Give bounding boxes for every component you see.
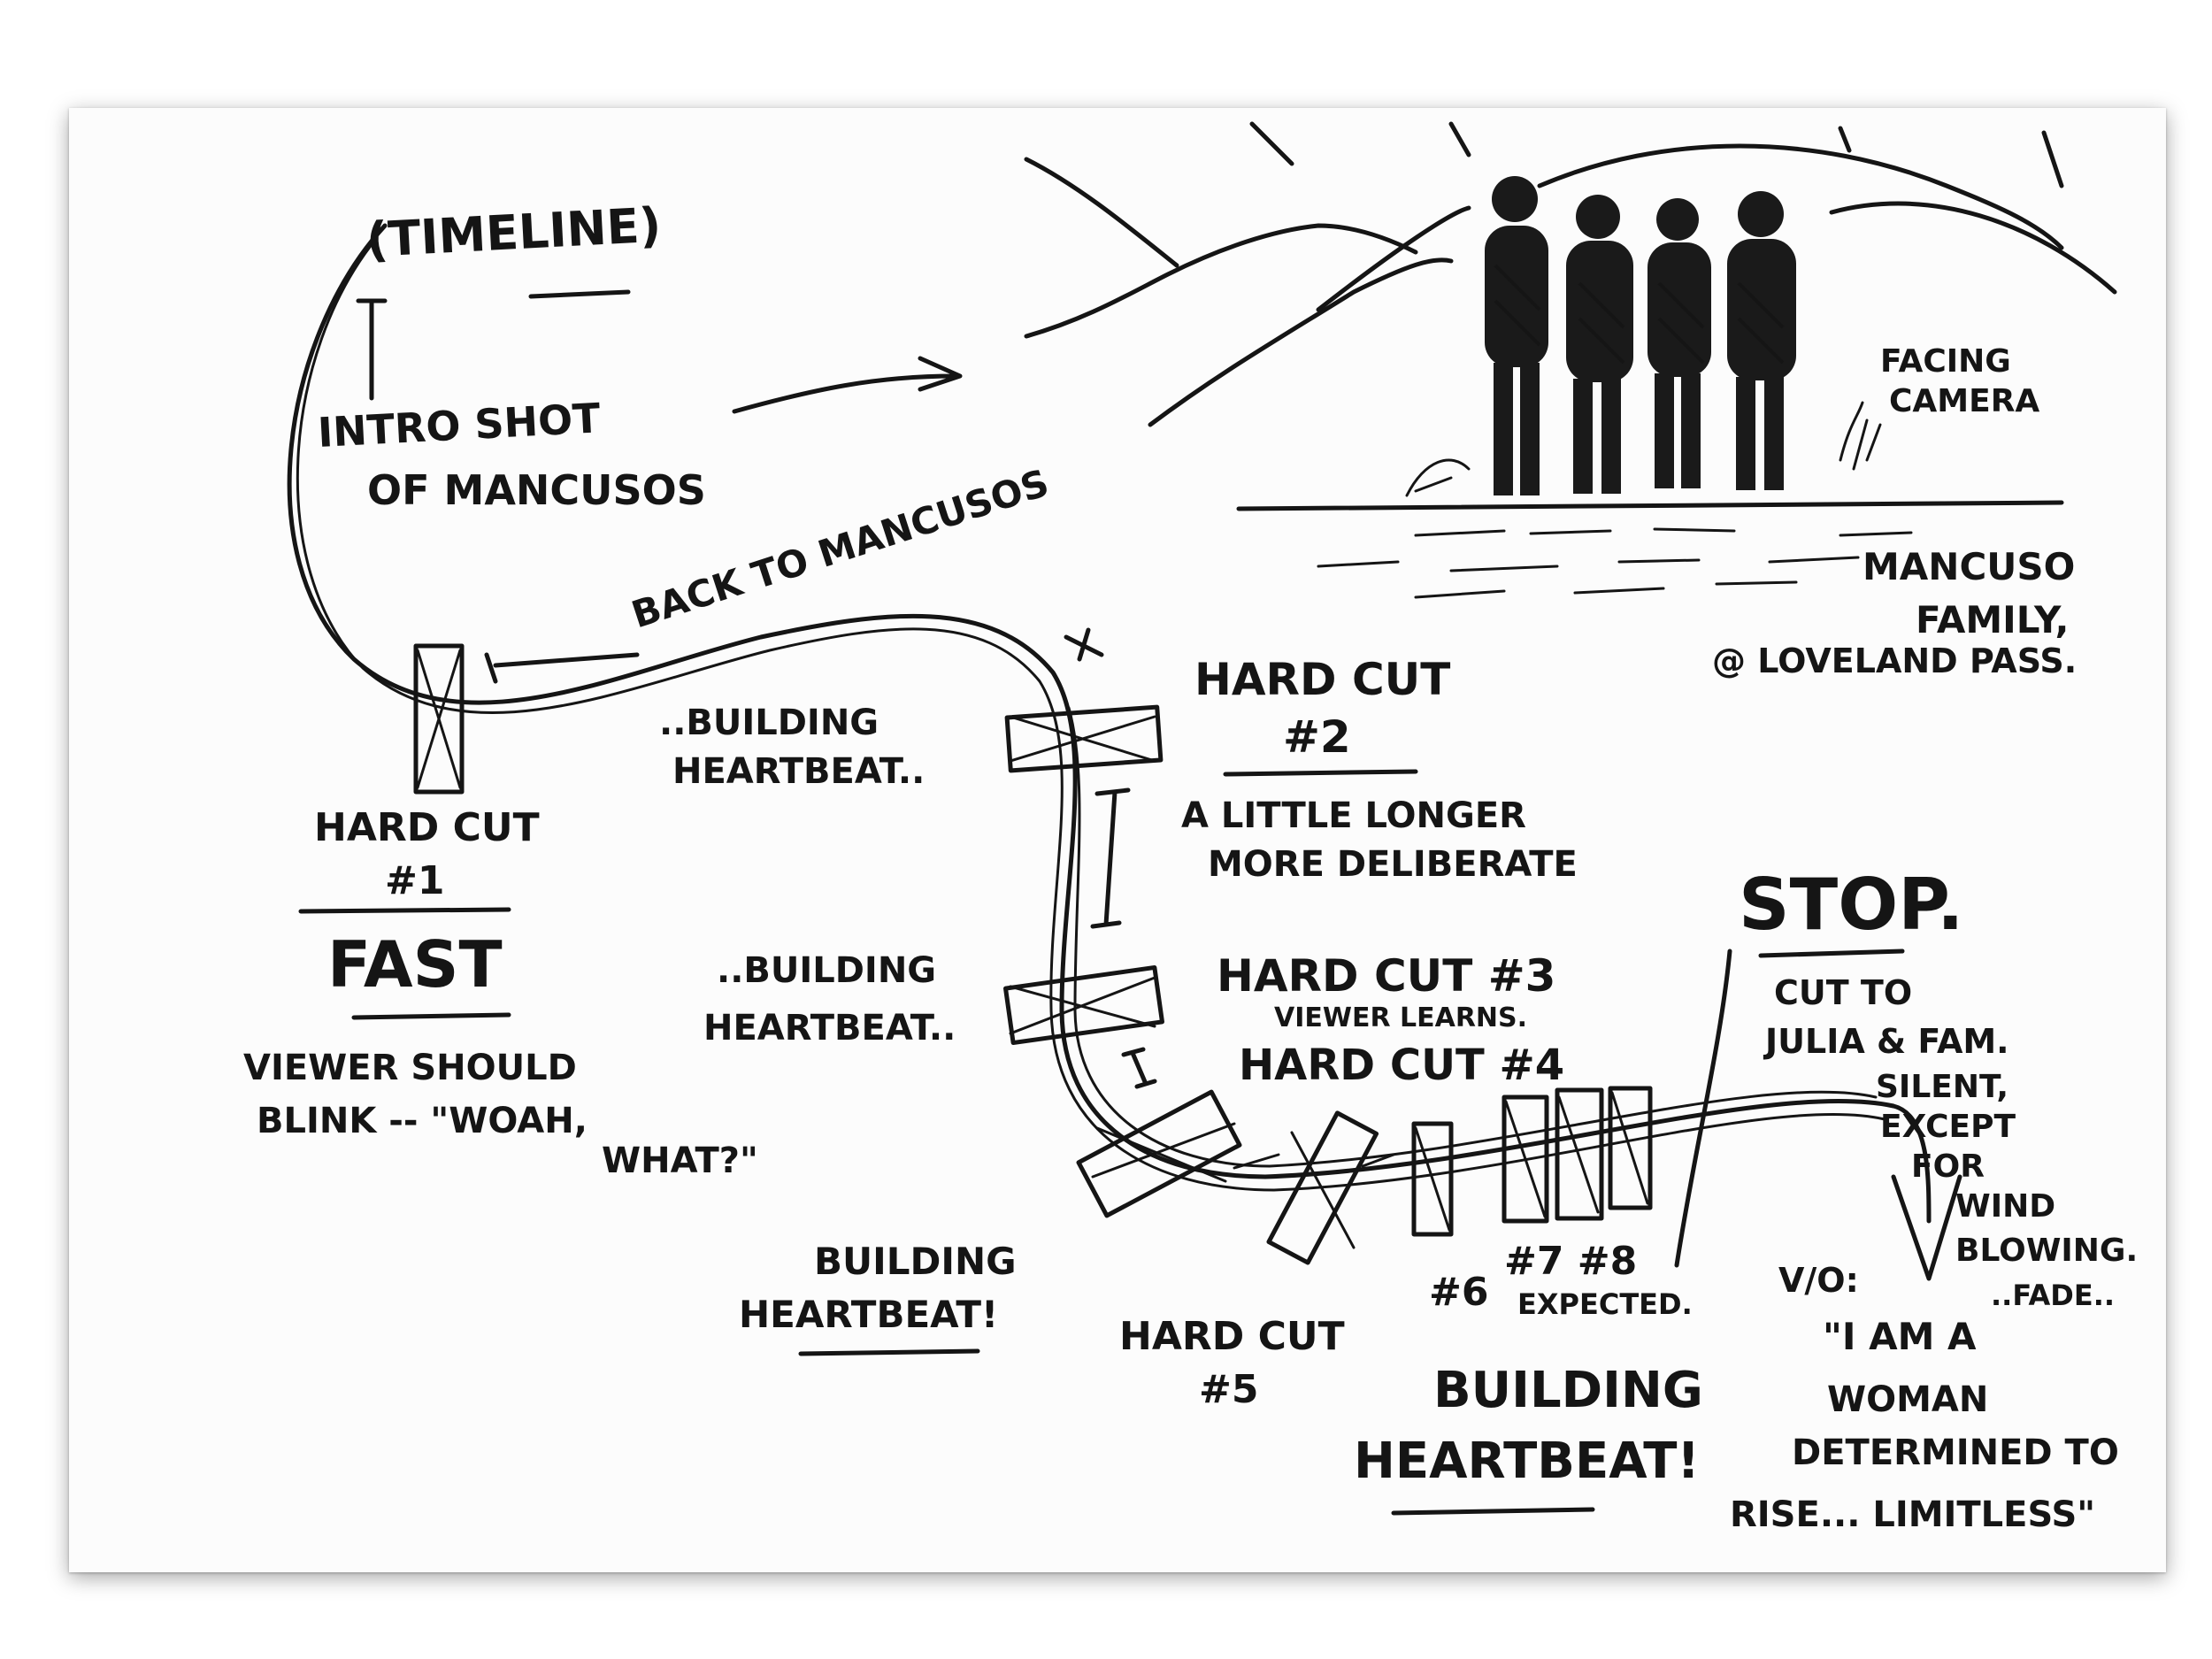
intro-shot-line2: OF MANCUSOS [367,466,706,514]
hard-cut-5-label: HARD CUT [1119,1314,1345,1359]
vo-line4: RISE... LIMITLESS" [1730,1494,2095,1535]
intro-to-scene-arrow [732,356,963,414]
stop-label: STOP. [1739,864,1964,946]
hard-cut-2-number: #2 [1283,711,1351,763]
ground-line [1236,500,2064,511]
cut3-building-line2: HEARTBEAT.. [703,1008,956,1048]
mountain-ridge-1 [1024,223,1418,339]
cut2-note-line1: A LITTLE LONGER [1181,795,1526,836]
duration-markers [356,298,1732,1268]
viewer-should-line2: BLINK -- "WOAH, [257,1101,588,1141]
hard-cut-4-frame [1076,1089,1242,1218]
viewer-should-line3: WHAT?" [602,1141,758,1181]
hard-cut-3-frame [1003,964,1164,1046]
final-heartbeat-underline [1391,1507,1595,1516]
hard-cut-frames [413,643,1653,1265]
sun-rays [1249,121,2064,188]
final-building-line1: BUILDING [1433,1362,1703,1419]
final-building-line2: HEARTBEAT! [1354,1432,1700,1490]
ground-hatching [1317,527,1913,599]
cut2-note-line2: MORE DELIBERATE [1208,844,1578,885]
hard-cut-5-frame [1266,1110,1379,1265]
silent-line2: EXCEPT [1880,1109,2016,1145]
heartbeat-underline [798,1348,980,1356]
fast-label: FAST [327,927,503,1002]
stop-underline [1758,949,1905,958]
fast-underline [351,1012,511,1020]
hard-cut-7-8-frames [1502,1086,1653,1224]
hard-cut-1-label: HARD CUT [314,805,540,850]
mountain-right-ridge [1829,201,2117,295]
vo-line1: "I AM A [1823,1315,1977,1358]
mountain-ridge-3 [1316,205,1471,312]
scene-caption-line2: FAMILY, [1916,598,2069,641]
cut5-building-line2: HEARTBEAT! [739,1293,998,1336]
cut3-duration-bracket [1121,1047,1157,1089]
text-labels: (TIMELINE) INTRO SHOT OF MANCUSOS BACK T… [243,197,2138,1535]
family-figures [1485,176,1796,495]
back-to-arrow [484,652,640,684]
hard-cut-6-label: #6 [1429,1270,1488,1315]
sky-arc [1537,143,2064,250]
viewer-should-line1: VIEWER SHOULD [243,1048,577,1088]
figure-4 [1727,191,1796,490]
hard-cut-7-8-label: #7 #8 [1504,1239,1637,1284]
mountain-ridge-2 [1148,257,1454,427]
hard-cut-5-number: #5 [1199,1367,1258,1412]
cut-to-line2: JULIA & FAM. [1763,1022,2009,1061]
viewer-learns: VIEWER LEARNS. [1274,1002,1527,1033]
transition-ticks [1233,1153,1395,1170]
hard-cut-2-frame [1004,704,1164,773]
cut2-underline [1223,769,1418,777]
scene-caption-line1: MANCUSO [1863,545,2075,588]
hard-cut-3-label: HARD CUT #3 [1217,950,1555,1002]
cut1-underline [298,907,511,914]
vo-label: V/O: [1778,1261,1859,1300]
silent-line4: WIND [1955,1188,2055,1225]
stop-line [1674,949,1732,1268]
hard-cut-1-frame [413,643,465,795]
paper-sheet [69,108,2166,1572]
figure-2 [1566,195,1633,494]
silent-line3: FOR [1911,1148,1985,1185]
expected-label: EXPECTED. [1517,1287,1693,1321]
hard-cut-4-label: HARD CUT #4 [1239,1041,1564,1090]
vo-line3: DETERMINED TO [1792,1432,2119,1473]
fade-label: ..FADE.. [1991,1279,2115,1312]
bushes [1405,401,1882,497]
scene-caption-line3: @ LOVELAND PASS. [1712,641,2077,680]
hard-cut-6-frame [1411,1121,1454,1237]
intro-shot-line1: INTRO SHOT [317,394,603,457]
underlines [298,289,1905,1516]
timeline-title: (TIMELINE) [365,197,662,268]
hard-cut-1-number: #1 [385,858,444,903]
vo-line2: WOMAN [1827,1379,1988,1420]
cut2-building-line2: HEARTBEAT.. [672,751,925,792]
cut2-building-line1: ..BUILDING [659,703,879,743]
facing-camera-line1: FACING [1880,343,2011,380]
mountain-left-line [1024,157,1179,268]
hard-cut-2-label: HARD CUT [1194,654,1450,705]
cut2-duration-bracket [1090,787,1131,929]
silent-line1: SILENT, [1876,1069,2008,1105]
scene-sketch [1024,121,2117,599]
back-to-tick [1064,627,1104,662]
cut3-building-line1: ..BUILDING [717,950,936,991]
figure-1 [1485,176,1548,495]
timeline-path [287,223,1962,1281]
cut-to-line1: CUT TO [1774,973,1912,1012]
facing-camera-line2: CAMERA [1889,383,2039,419]
silent-line5: BLOWING. [1955,1233,2138,1269]
cut5-building-line1: BUILDING [814,1240,1017,1283]
figure-3 [1647,198,1711,488]
intro-duration-bracket [356,298,388,401]
timeline-underline [528,289,631,299]
